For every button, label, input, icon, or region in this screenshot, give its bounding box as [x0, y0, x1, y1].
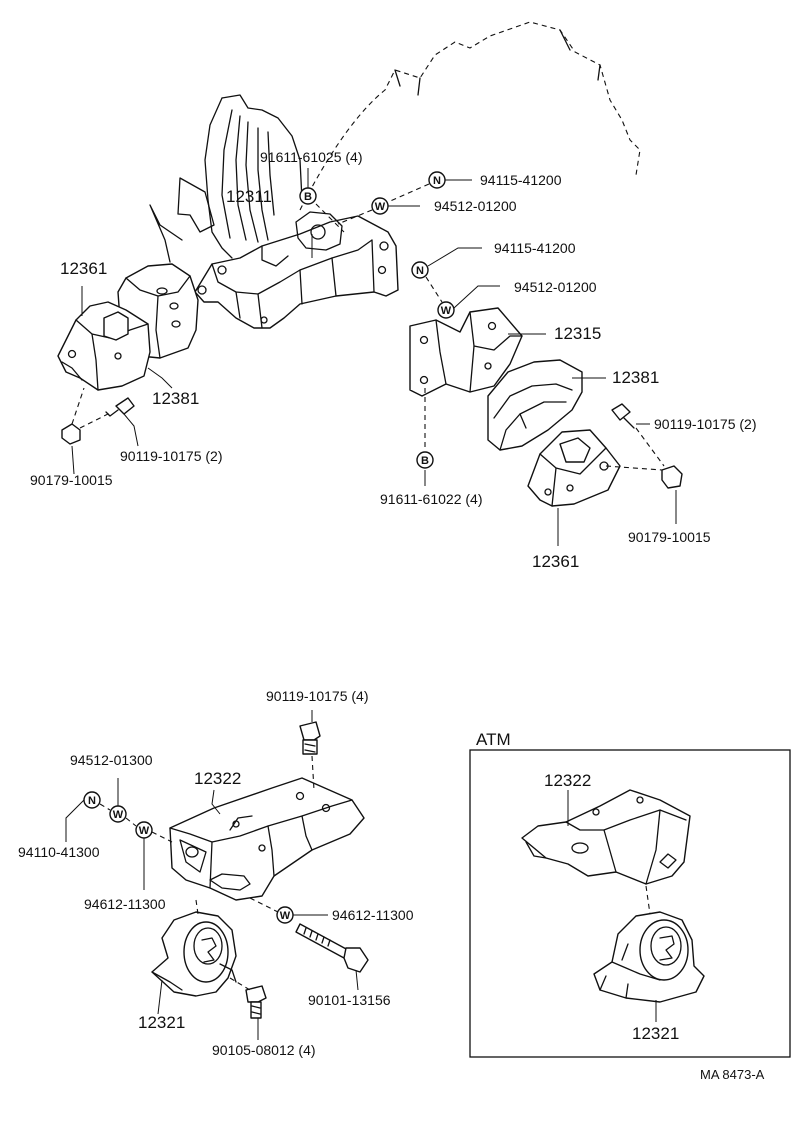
- label-washer-2-lower: 94612-11300: [84, 896, 166, 912]
- atm-frame: [469, 749, 791, 1058]
- label-washer-1-lower: 94512-01300: [70, 752, 153, 768]
- label-ref-bracket-12322: 12322: [194, 769, 242, 788]
- label-bolt-lh: 90119-10175 (2): [120, 448, 223, 464]
- bolt-b-glyph-top: B: [304, 191, 312, 203]
- label-bolt-b-bottom: 91611-61022 (4): [380, 491, 483, 507]
- washer-w-glyph-lower-1: W: [113, 809, 124, 821]
- engine-mount-bracket-rh-12315: [409, 307, 523, 397]
- washer-w-glyph-lower-2: W: [139, 825, 150, 837]
- mount-insulator-rh-12381: [487, 359, 583, 451]
- nut-n-glyph-lower: N: [88, 795, 96, 807]
- label-ref-mount-lh: 12361: [60, 259, 108, 278]
- label-nut-top: 94115-41200: [480, 172, 562, 188]
- nut-n-glyph-top: N: [433, 175, 441, 187]
- lower-leaders: [65, 710, 359, 1040]
- washer-w-glyph-lower-3: W: [280, 910, 291, 922]
- engine-mount-lh-12361: [57, 301, 151, 391]
- upper-leaders: [71, 168, 677, 546]
- label-bolt-top-lower: 90119-10175 (4): [266, 688, 369, 704]
- label-washer-mid: 94512-01200: [514, 279, 597, 295]
- label-atm-ref-mount: 12321: [632, 1024, 680, 1043]
- label-ref-mount-rh: 12361: [532, 552, 580, 571]
- upper-fasteners: B N W N W B: [61, 171, 683, 489]
- bolt-b-glyph-bottom: B: [421, 455, 429, 467]
- engine-mount-rh-12361: [527, 429, 621, 507]
- nut-n-glyph-mid: N: [416, 265, 424, 277]
- label-nut-mid: 94115-41200: [494, 240, 576, 256]
- lower-fasteners: N W W W: [83, 721, 369, 1019]
- diagram-code: MA 8473-A: [700, 1067, 765, 1082]
- transmission-mount-12321: [151, 911, 237, 997]
- atm-title: ATM: [476, 730, 511, 749]
- label-nut-rh: 90179-10015: [628, 529, 711, 545]
- atm-bracket-12322: [521, 789, 691, 885]
- atm-leaders: [567, 790, 657, 1022]
- label-bolt-b-top: 91611-61025 (4): [260, 149, 363, 165]
- washer-w-glyph-top: W: [375, 201, 386, 213]
- engine-outline: [149, 21, 641, 263]
- label-washer-3-lower: 94612-11300: [332, 907, 414, 923]
- label-bolt-bottom-lower: 90105-08012 (4): [212, 1042, 316, 1058]
- label-ref-mount-12321: 12321: [138, 1013, 186, 1032]
- label-nut-lower: 94110-41300: [18, 844, 100, 860]
- engine-mount-bracket-12311: [194, 211, 399, 329]
- label-bolt-long: 90101-13156: [308, 992, 391, 1008]
- transmission-mount-bracket-12322: [169, 777, 365, 901]
- label-nut-lh: 90179-10015: [30, 472, 113, 488]
- label-ref-insulator-lh: 12381: [152, 389, 200, 408]
- label-ref-insulator-rh: 12381: [612, 368, 660, 387]
- atm-mount-12321: [593, 911, 705, 1003]
- washer-w-glyph-mid: W: [441, 305, 452, 317]
- label-bolt-rh: 90119-10175 (2): [654, 416, 757, 432]
- label-ref-bracket-12311: 12311: [226, 187, 273, 206]
- label-ref-bracket-rh: 12315: [554, 324, 602, 343]
- label-washer-top: 94512-01200: [434, 198, 517, 214]
- label-atm-ref-bracket: 12322: [544, 771, 592, 790]
